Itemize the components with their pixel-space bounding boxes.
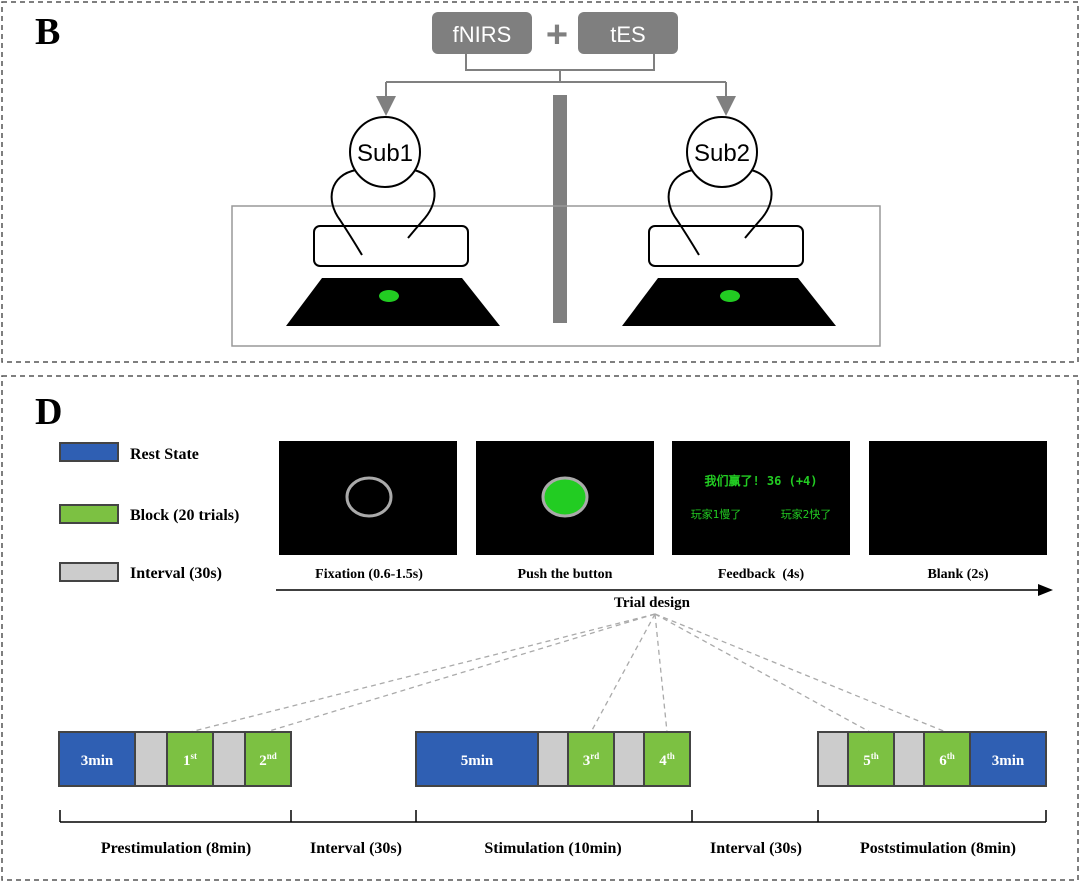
phase-interval-2: Interval (30s) <box>710 840 802 857</box>
feedback-line2a: 玩家1慢了 <box>691 507 742 521</box>
svg-text:Rest State: Rest State <box>130 446 199 463</box>
push-green-circle <box>541 476 589 518</box>
plus-sign: + <box>546 14 568 56</box>
block-label-3: 3rd <box>583 751 600 769</box>
trial-screen-push: Push the button <box>476 441 654 582</box>
device-fnirs: fNIRS <box>432 12 532 54</box>
trial-screen-fixation: Fixation (0.6-1.5s) <box>279 441 457 582</box>
block-label-1: 1st <box>183 751 197 769</box>
sub2-screen <box>622 278 836 326</box>
phase-prestim: Prestimulation (8min) <box>101 840 251 857</box>
block-label-5: 5th <box>863 751 879 769</box>
subject-2: Sub2 <box>622 116 836 326</box>
panel-b-frame <box>1 1 1079 363</box>
device-tes: tES <box>578 12 678 54</box>
feedback-line1: 我们赢了! 36 (+4) <box>704 473 817 488</box>
phase-interval-1: Interval (30s) <box>310 840 402 857</box>
legend-item-interval: Interval (30s) <box>59 562 222 582</box>
caption-blank: Blank (2s) <box>927 567 988 582</box>
rest-label-2: 5min <box>461 753 494 769</box>
timeline-group-poststim <box>817 731 1047 787</box>
subject-divider <box>553 95 567 323</box>
sub1-green-dot <box>379 290 399 302</box>
timeline-group-stim <box>415 731 691 787</box>
caption-push: Push the button <box>518 567 613 582</box>
panel-d-label: D <box>35 391 62 433</box>
legend: Rest State Block (20 trials) Interval (3… <box>59 442 239 582</box>
feedback-line2b: 玩家2快了 <box>781 507 832 521</box>
sub2-desk <box>648 225 804 267</box>
svg-text:Block (20 trials): Block (20 trials) <box>130 507 239 524</box>
sub2-green-dot <box>720 290 740 302</box>
phase-axis <box>59 810 1047 823</box>
sub1-desk <box>313 225 469 267</box>
caption-fixation: Fixation (0.6-1.5s) <box>315 567 423 582</box>
sub1-label: Sub1 <box>357 140 413 167</box>
caption-feedback: Feedback (4s) <box>718 567 805 582</box>
trial-expansion-lines <box>189 613 947 733</box>
sub2-label: Sub2 <box>694 140 750 167</box>
block-label-4: 4th <box>659 751 675 769</box>
device-connectors <box>376 54 736 116</box>
trial-design-label: Trial design <box>614 595 691 611</box>
table-frame <box>231 205 881 347</box>
rest-label-3: 3min <box>992 753 1025 769</box>
sub2-head <box>686 116 758 188</box>
timeline-group-prestim <box>58 731 292 787</box>
panel-b-label: B <box>35 11 60 53</box>
sub1-arm-left <box>330 169 363 256</box>
phase-stim: Stimulation (10min) <box>484 840 621 857</box>
sub1-screen <box>286 278 500 326</box>
fixation-ring <box>345 476 393 518</box>
sub1-head <box>349 116 421 188</box>
subject-1: Sub1 <box>286 116 500 326</box>
svg-text:tES: tES <box>610 22 645 47</box>
trial-screen-feedback: 我们赢了! 36 (+4) 玩家1慢了 玩家2快了 Feedback (4s) <box>672 441 850 582</box>
panel-d-frame <box>1 375 1079 881</box>
sub1-arm-right <box>407 169 436 239</box>
sub2-arm-left <box>667 169 700 256</box>
legend-item-block: Block (20 trials) <box>59 504 239 524</box>
block-label-2: 2nd <box>259 751 277 769</box>
svg-text:Interval (30s): Interval (30s) <box>130 565 222 582</box>
block-label-6: 6th <box>939 751 955 769</box>
rest-label-1: 3min <box>81 753 114 769</box>
sub2-arm-right <box>744 169 773 239</box>
svg-text:fNIRS: fNIRS <box>453 22 512 47</box>
trial-screen-blank: Blank (2s) <box>869 441 1047 582</box>
phase-poststim: Poststimulation (8min) <box>860 840 1016 857</box>
legend-item-rest: Rest State <box>59 442 199 463</box>
